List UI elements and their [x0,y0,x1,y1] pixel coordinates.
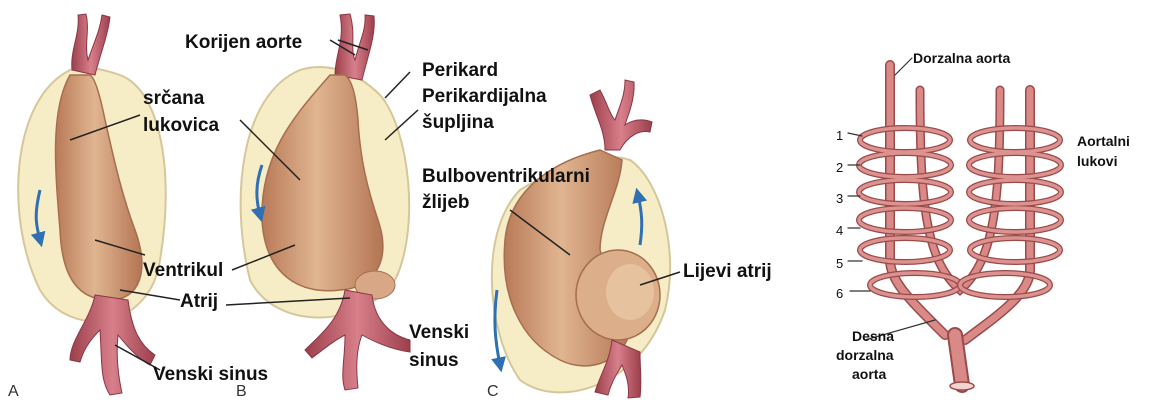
label-lijevi-atrij: Lijevi atrij [683,261,772,283]
label-lukovi: lukovi [1077,153,1117,170]
arch-6-left-inner [870,273,960,297]
label-bulboventrikularni: Bulboventrikularni [422,166,590,188]
label-perikardijalna: Perikardijalna [422,86,547,108]
label-venski-sinus-a: Venski sinus [153,364,268,386]
left-atrium-inner-c [606,264,654,320]
arch-4-left-inner [859,208,951,232]
arch-2-right-inner [969,153,1061,177]
trunk-opening [950,382,974,390]
label-perikard: Perikard [422,60,498,82]
arch-4-right-inner [969,208,1061,232]
aortic-roots-a [72,14,110,75]
arch-number-1: 1 [836,125,843,147]
arch-number-3: 3 [836,188,843,210]
label-supljina: šupljina [422,112,494,134]
label-lukovica: lukovica [143,115,219,137]
aortic-roots-c [590,80,652,150]
arch-number-6: 6 [836,283,843,305]
heart-panel-b [226,14,418,390]
label-zlijeb: žlijeb [422,192,470,214]
aortic-trunk-inner [955,335,962,385]
arch-number-5: 5 [836,253,843,275]
label-sinus: sinus [409,350,459,372]
arch-1-right-inner [970,128,1060,152]
arch-6-right-inner [960,273,1050,297]
arch-3-right-inner [969,180,1061,204]
heart-panel-a [18,14,180,395]
label-ventrikul: Ventrikul [143,260,223,282]
panel-label-c: C [487,383,499,401]
label-dorzalna-aorta: Dorzalna aorta [913,50,1010,67]
arch-number-4: 4 [836,220,843,242]
label-venski: Venski [409,322,469,344]
arch-2-left-inner [859,153,951,177]
arch-number-2: 2 [836,157,843,179]
leader-dorzalna-aorta [895,58,912,75]
label-dorzalna: dorzalna [836,347,894,364]
label-aorta: aorta [852,366,886,383]
label-desna: Desna [852,328,894,345]
panel-label-a: A [8,383,19,401]
label-korijen-aorte: Korijen aorte [185,32,302,54]
label-aortalni: Aortalni [1077,133,1130,150]
label-atrij: Atrij [180,291,218,313]
leader-perikard [385,72,410,98]
arch-3-left-inner [859,180,951,204]
arch-1-left-inner [860,128,950,152]
heart-panel-c [492,80,680,398]
label-srcana: srčana [143,88,204,110]
